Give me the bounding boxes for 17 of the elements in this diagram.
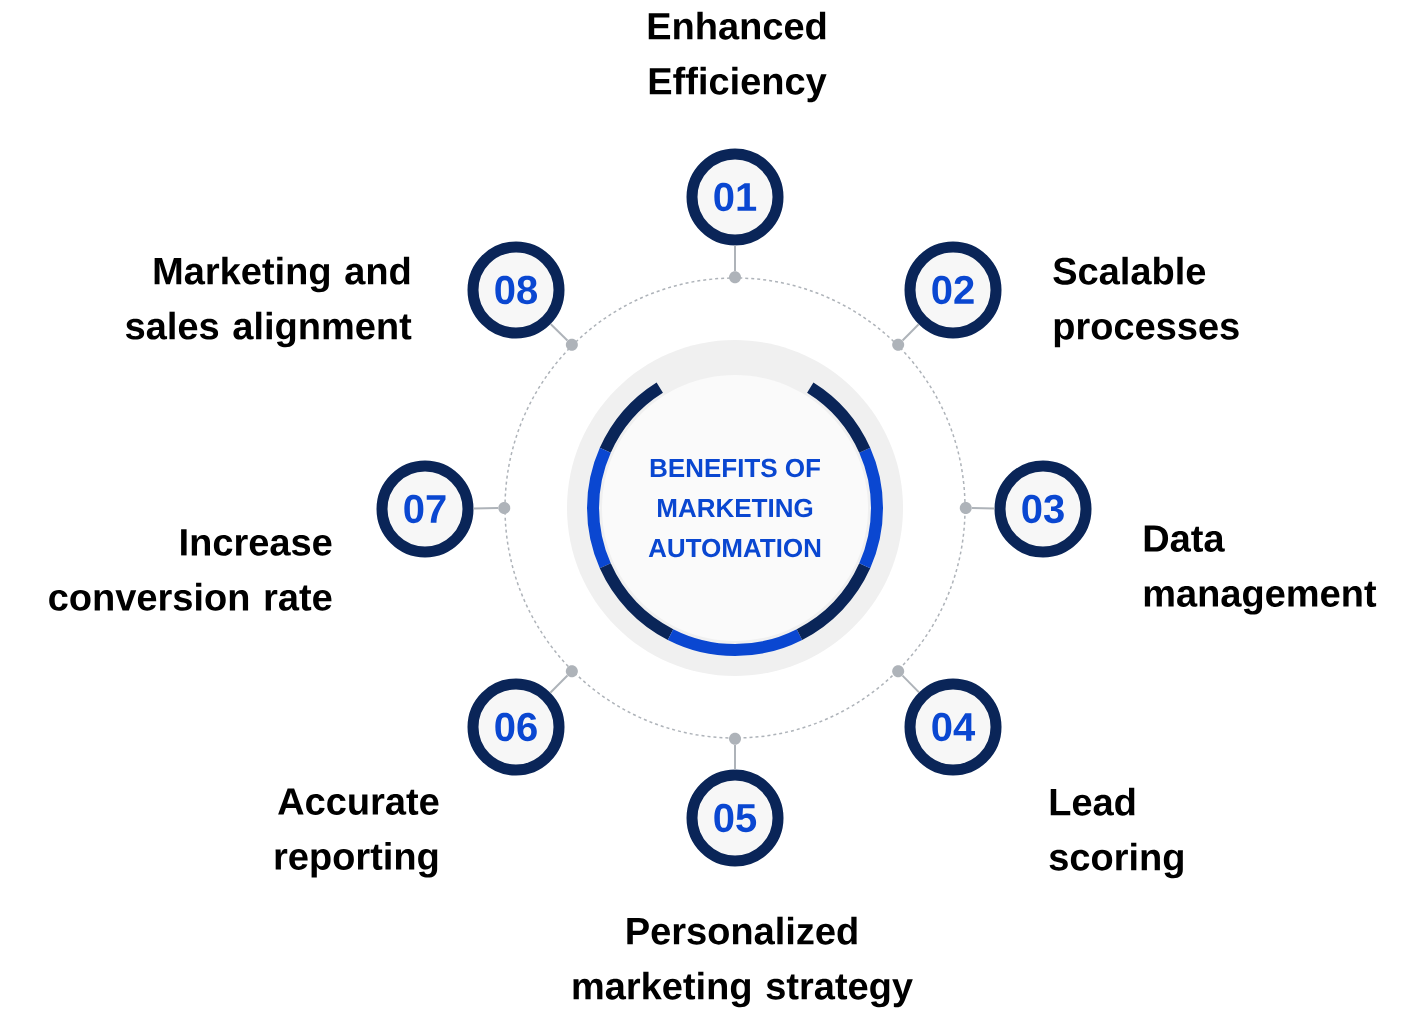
connector-line — [472, 507, 500, 510]
benefit-label: Enhanced Efficiency — [648, 11, 827, 103]
connector-line — [549, 674, 569, 694]
connector-line — [901, 323, 920, 342]
benefit-label: Scalable processes — [1053, 256, 1239, 348]
benefit-label: Marketing and sales alignment — [125, 256, 412, 348]
connector-line — [901, 674, 921, 694]
benefit-label: Accurate reporting — [275, 788, 439, 878]
benefit-label: Lead scoring — [1049, 787, 1183, 879]
benefit-label: Personalized marketing strategy — [573, 916, 913, 1008]
benefit-label: Increase conversion rate — [49, 529, 332, 611]
connector-line — [734, 743, 736, 771]
node-label: BENEFITS OF MARKETING AUTOMATION — [648, 458, 821, 558]
connector-line — [549, 323, 569, 342]
benefit-label: Data management — [1144, 525, 1377, 615]
connector-line — [734, 244, 736, 273]
connector-line — [970, 507, 996, 510]
